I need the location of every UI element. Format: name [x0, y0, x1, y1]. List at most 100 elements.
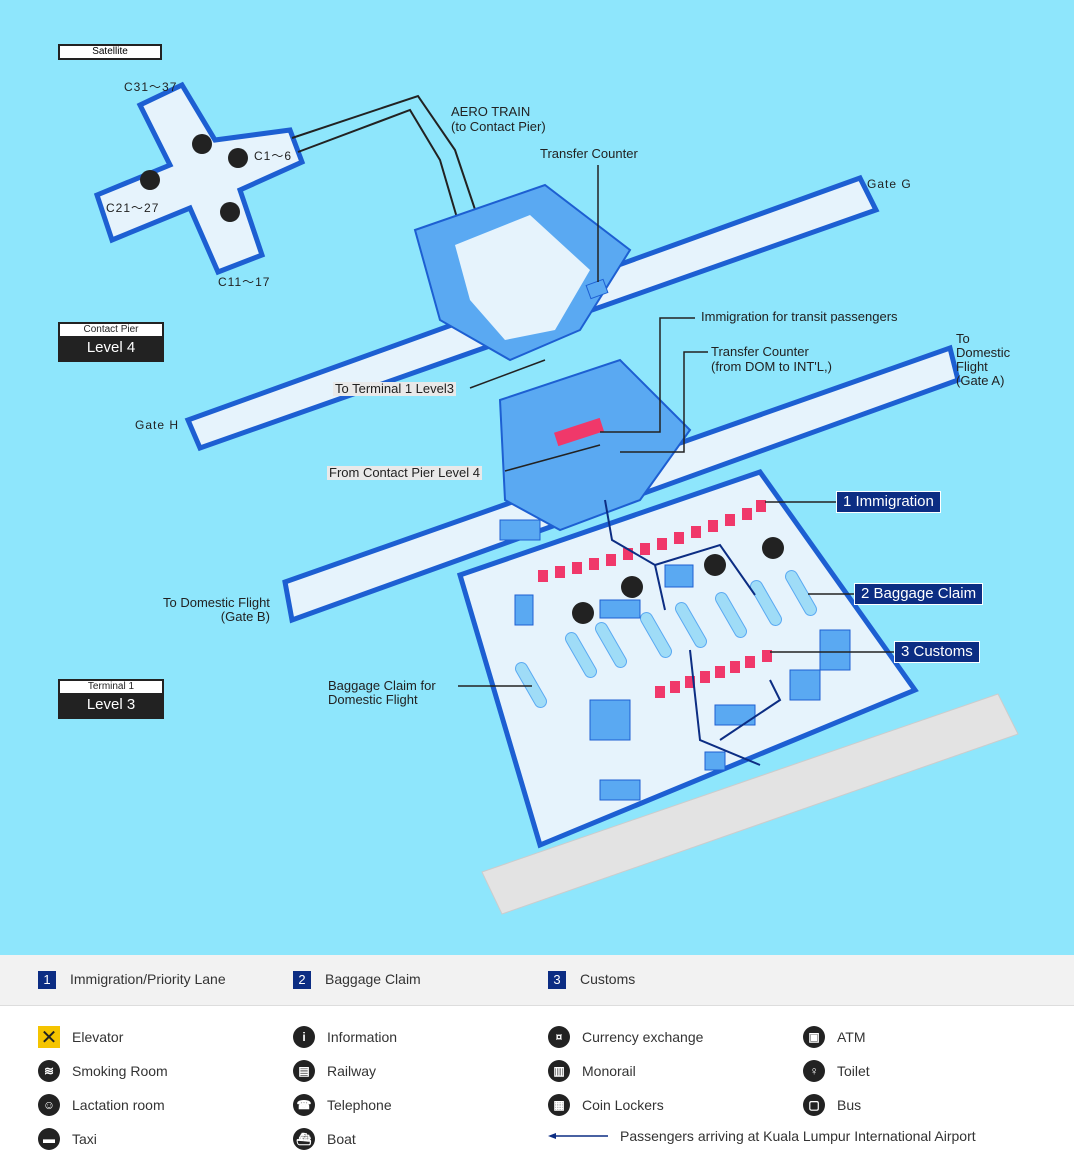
terminal1-name: Terminal 1: [60, 681, 162, 693]
aero-train-track: [291, 94, 493, 261]
road: [481, 693, 1019, 915]
currency-exchange-icon: [704, 554, 726, 576]
legend-label: Toilet: [837, 1063, 870, 1079]
railway-icon: ▤: [293, 1060, 315, 1082]
key-number: 2: [293, 971, 311, 990]
leader-lines: [458, 165, 895, 687]
to-domestic-gate-a-label: To Domestic Flight (Gate A): [956, 331, 1011, 388]
terminal1-level-badge: Terminal 1 Level 3: [58, 679, 164, 719]
legend-item: ✕ Elevator: [38, 1026, 124, 1049]
to-domestic-gate-b-label: To Domestic Flight (Gate B): [163, 595, 270, 624]
bus-icon: ▢: [803, 1094, 825, 1116]
gate-h: Gate H: [135, 418, 180, 432]
transfer-counter-box: [585, 278, 609, 300]
transfer-dom-label: Transfer Counter: [711, 344, 809, 359]
arrival-route: [604, 499, 782, 766]
legend-item: ▢ Bus: [803, 1094, 861, 1116]
legend-item: ▣ ATM: [803, 1026, 866, 1048]
toilet-icon: [762, 537, 784, 559]
area-key: 1 Immigration/Priority Lane 2 Baggage Clai…: [0, 955, 1074, 1006]
smoking-room-icon: ≋: [38, 1060, 60, 1082]
currency-exchange-icon: [621, 576, 643, 598]
currency-exchange-icon: ¤: [548, 1026, 570, 1048]
legend-item: ⛴ Boat: [293, 1128, 356, 1150]
legend-label: Lactation room: [72, 1097, 165, 1113]
currency-exchange-icon: [220, 202, 240, 222]
legend-label: Coin Lockers: [582, 1097, 664, 1113]
legend-label: Telephone: [327, 1097, 392, 1113]
legend-label: Information: [327, 1029, 398, 1045]
telephone-icon: ☎: [293, 1094, 315, 1116]
key-label: Immigration/Priority Lane: [70, 971, 226, 987]
icon-legend: ✕ Elevator i Information ¤ Currency exchange ▣…: [0, 1006, 1074, 1170]
legend-item: Passengers arriving at Kuala Lumpur Inte…: [548, 1128, 976, 1144]
legend-label: Railway: [327, 1063, 377, 1079]
baggage-claim-callout: 2 Baggage Claim: [854, 583, 984, 605]
gate-c31: C31～37: [124, 80, 178, 94]
transit-immigration-counter: [554, 417, 604, 447]
customs-counters: [655, 650, 772, 698]
coin-lockers-icon: ▦: [548, 1094, 570, 1116]
terminal1-hub: [498, 358, 692, 532]
map-icons: [140, 134, 784, 624]
toilet-icon: ♀: [803, 1060, 825, 1082]
lactation-room-icon: ☺: [38, 1094, 60, 1116]
gate-c11: C11～17: [218, 275, 271, 289]
terminal1-level: Level 3: [86, 696, 136, 713]
legend-label: Smoking Room: [72, 1063, 168, 1079]
legend-item: ¤ Currency exchange: [548, 1026, 703, 1048]
toilet-icon: [572, 602, 594, 624]
transfer-counter-label: Transfer Counter: [540, 146, 638, 161]
map-drawing: [93, 81, 1019, 915]
aero-train-sublabel: (to Contact Pier): [451, 119, 546, 134]
currency-exchange-icon: [140, 170, 160, 190]
legend-label: Monorail: [582, 1063, 636, 1079]
key-label: Customs: [580, 971, 636, 987]
satellite-label: Satellite: [58, 44, 162, 60]
gate-c1: C1～6: [254, 149, 293, 163]
to-terminal1-label: To Terminal 1 Level3: [333, 381, 456, 396]
aero-train-track: [297, 108, 471, 263]
contact-pier-name: Contact Pier: [60, 324, 162, 336]
immigration-transit-label: Immigration for transit passengers: [701, 309, 898, 324]
legend-item: ▤ Railway: [293, 1060, 376, 1082]
legend-item: ▥ Monorail: [548, 1060, 636, 1082]
arrival-arrow-icon: [548, 1128, 610, 1144]
boat-icon: ⛴: [293, 1128, 315, 1150]
transfer-dom-sublabel: (from DOM to INT'L,): [711, 359, 832, 374]
legend-item: ▬ Taxi: [38, 1128, 97, 1150]
key-label: Baggage Claim: [325, 971, 421, 987]
legend-label: Passengers arriving at Kuala Lumpur Inte…: [620, 1128, 976, 1144]
legend-label: Boat: [327, 1131, 356, 1147]
blocks: [499, 519, 851, 801]
customs-callout: 3 Customs: [894, 641, 980, 663]
legend-label: ATM: [837, 1029, 866, 1045]
legend-label: Currency exchange: [582, 1029, 704, 1045]
legend-item: ♀ Toilet: [803, 1060, 870, 1082]
key-number: 1: [38, 971, 56, 990]
legend-item: ☎ Telephone: [293, 1094, 392, 1116]
atm-icon: ▣: [803, 1026, 825, 1048]
currency-exchange-icon: [192, 134, 212, 154]
information-icon: i: [293, 1026, 315, 1048]
aero-train-label: AERO TRAIN: [451, 104, 531, 119]
legend-label: Taxi: [72, 1131, 97, 1147]
legend-item: i Information: [293, 1026, 397, 1048]
contact-pier-level: Level 4: [86, 339, 136, 356]
key-customs: 3 Customs: [548, 971, 636, 990]
gate-c21: C21～27: [106, 201, 160, 215]
monorail-icon: ▥: [548, 1060, 570, 1082]
legend-label: Elevator: [72, 1029, 124, 1045]
immigration-callout: 1 Immigration: [836, 491, 941, 513]
contact-pier-level-badge: Contact Pier Level 4: [58, 322, 164, 362]
information-icon: [228, 148, 248, 168]
taxi-icon: ▬: [38, 1128, 60, 1150]
legend-item: ≋ Smoking Room: [38, 1060, 168, 1082]
baggage-belts: [515, 570, 817, 708]
elevator-icon: ✕: [38, 1026, 60, 1049]
key-number: 3: [548, 971, 566, 990]
legend-label: Bus: [837, 1097, 862, 1113]
key-baggage-claim: 2 Baggage Claim: [293, 971, 421, 990]
gate-g: Gate G: [867, 177, 912, 191]
baggage-domestic-label: Baggage Claim for Domestic Flight: [328, 678, 436, 707]
